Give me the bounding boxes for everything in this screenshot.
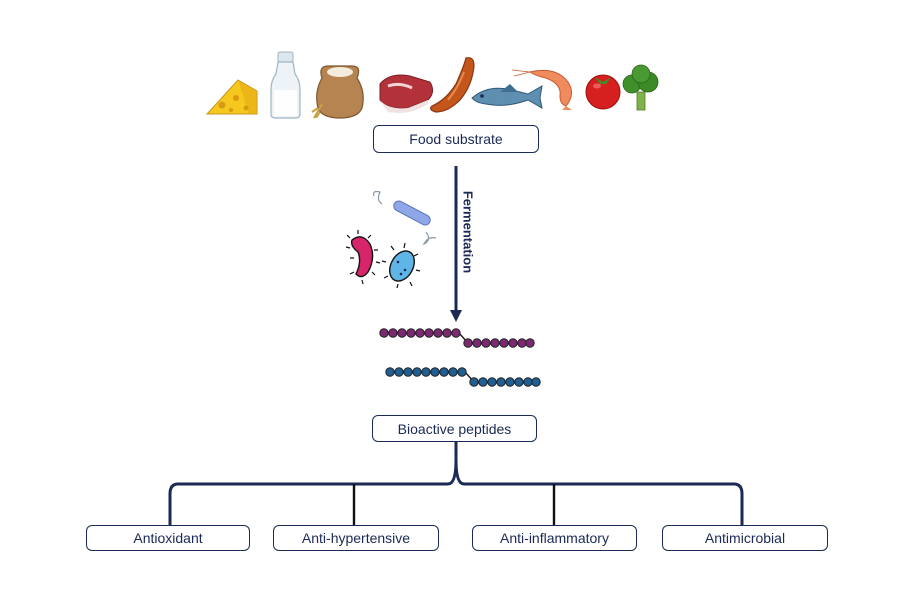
broccoli-icon [622, 64, 659, 111]
activity-box-antimicrobial: Antimicrobial [662, 525, 828, 551]
activity-box-anti-hypertensive: Anti-hypertensive [273, 525, 439, 551]
peptide-chain-blue [385, 367, 541, 387]
shrimp-icon [511, 69, 572, 110]
activity-label: Anti-inflammatory [500, 530, 609, 546]
bioactive-peptides-label: Bioactive peptides [397, 420, 512, 437]
peptide-chain-purple [379, 328, 535, 348]
fermentation-label: Fermentation [460, 190, 476, 274]
bioactive-peptides-box: Bioactive peptides [372, 415, 537, 442]
activity-label: Antioxidant [133, 530, 203, 546]
meat-steak-icon [379, 74, 434, 113]
food-substrate-label: Food substrate [409, 131, 503, 147]
activity-box-anti-inflammatory: Anti-inflammatory [472, 525, 637, 551]
food-substrate-box: Food substrate [373, 125, 539, 153]
activity-label: Anti-hypertensive [301, 530, 411, 546]
red-bacterium-icon [345, 230, 381, 285]
sausage-icon [430, 57, 475, 113]
fermentation-arrow [450, 166, 462, 322]
activity-bracket [168, 442, 744, 525]
activity-connectors [352, 484, 556, 525]
milk-bottle-icon [270, 51, 301, 119]
tomato-icon [585, 74, 621, 110]
flour-sack-icon [311, 65, 364, 119]
cheese-icon [205, 79, 258, 115]
activity-box-antioxidant: Antioxidant [86, 525, 250, 551]
activity-label: Antimicrobial [704, 530, 786, 546]
blue-bacterium-icon [381, 242, 421, 289]
fish-icon [471, 84, 543, 109]
rod-bacterium-icon [373, 190, 437, 246]
